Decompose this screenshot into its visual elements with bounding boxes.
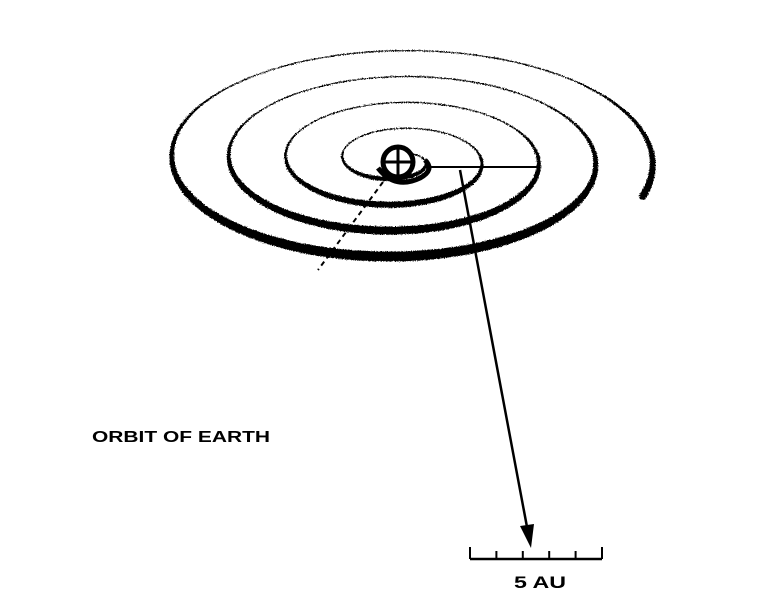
spiral-segment: [532, 98, 536, 100]
spiral-segment: [234, 83, 239, 85]
spiral-segment: [643, 193, 645, 196]
spiral-segment: [331, 55, 338, 56]
orbit-of-earth-label: ORBIT OF EARTH: [92, 429, 270, 446]
spiral-segment: [449, 52, 456, 53]
spiral-segment: [510, 91, 515, 93]
spiral-segment: [435, 51, 442, 52]
spiral-segment: [477, 55, 484, 56]
spiral-segment: [312, 58, 318, 59]
spiral-segment: [500, 88, 505, 89]
spiral-segment: [220, 90, 224, 92]
spiral-segment: [329, 84, 334, 85]
spiral-segment: [264, 70, 270, 72]
spiral-segment: [324, 85, 329, 86]
spiral-segment: [243, 78, 248, 80]
spiral-segment: [281, 65, 287, 67]
spiral-segment: [456, 53, 463, 54]
spiral-segment: [470, 82, 475, 83]
spiral-segment: [491, 86, 496, 87]
spiral-segment: [536, 67, 542, 69]
spiral-segment: [372, 51, 379, 52]
spiral-segment: [349, 80, 354, 81]
spiral-segment: [559, 75, 565, 77]
spiral-segment: [305, 60, 311, 61]
spiral-segment: [338, 54, 345, 55]
spiral-segment: [542, 69, 548, 71]
scale-bar: [470, 547, 602, 559]
spiral-segment: [510, 61, 517, 63]
spiral-segment: [278, 99, 282, 101]
spiral-segment: [358, 52, 365, 53]
spiral-segment: [369, 78, 374, 79]
spiral-segment: [325, 56, 332, 57]
spiral-segment: [294, 93, 298, 94]
spiral-segment: [554, 73, 560, 75]
spiral-segment: [345, 54, 352, 55]
spiral-segment: [514, 92, 519, 93]
spiral-segment: [491, 57, 498, 58]
spiral-segment: [496, 87, 501, 88]
spiral-segment: [224, 87, 229, 89]
scale-label: 5 AU: [514, 573, 566, 592]
spiral-segment: [570, 79, 575, 81]
spiral-segment: [476, 83, 481, 84]
central-star: [378, 147, 429, 182]
spiral-segment: [484, 56, 491, 57]
spiral-segment: [306, 89, 310, 90]
spiral-segment: [248, 76, 253, 78]
spiral-segment: [365, 52, 372, 53]
spiral-segment: [318, 57, 325, 58]
spiral-segment: [293, 62, 299, 64]
spiral-segment: [523, 95, 527, 97]
spiral-segment: [287, 64, 293, 66]
spiral-segment: [299, 61, 305, 62]
spiral-segment: [351, 53, 358, 54]
spiral-segment: [523, 64, 529, 66]
spiral-segment: [486, 85, 491, 86]
spiral-segment: [517, 63, 523, 65]
spiral-segment: [229, 85, 234, 87]
spiral-segment: [442, 52, 449, 53]
spiral-segment: [481, 84, 486, 85]
spiral-segment: [536, 100, 540, 102]
spiral-segment: [530, 66, 536, 68]
spiral-segment: [519, 94, 523, 96]
spiral-segment: [253, 74, 258, 76]
spiral-segment: [286, 96, 290, 98]
spiral-segment: [339, 82, 344, 83]
spiral-segment: [460, 80, 465, 81]
spiral-segment: [444, 78, 449, 79]
spiral-segment: [270, 69, 276, 71]
pointer-arrow: [460, 170, 534, 548]
spiral-segment: [470, 54, 477, 55]
spiral-segment: [463, 54, 470, 55]
spiral-segment: [528, 97, 532, 99]
spiral-segment: [504, 60, 511, 61]
spiral-segment: [505, 89, 510, 90]
spiral-segment: [334, 83, 339, 84]
spiral-segment: [364, 78, 369, 79]
spiral-segment: [282, 98, 286, 100]
spiral-segment: [275, 67, 281, 69]
spiral-segment: [216, 92, 220, 95]
spiral-segment: [354, 79, 359, 80]
spiral-segment: [465, 81, 470, 82]
spiral-segment: [576, 82, 581, 84]
spiral-segment: [259, 72, 264, 74]
spiral-segment: [302, 90, 306, 91]
spiral-segment: [359, 79, 364, 80]
spiral-segment: [455, 79, 460, 80]
spiral-segment: [565, 77, 571, 79]
spiral-segment: [298, 92, 302, 94]
spiral-segment: [344, 81, 349, 82]
spiral-segment: [290, 95, 294, 97]
spiral-segment: [315, 87, 320, 88]
spiral-segment: [548, 71, 554, 73]
spiral-segment: [311, 88, 316, 89]
spiral-segment: [238, 80, 243, 82]
spiral-segment: [450, 79, 455, 80]
spiral-segment: [497, 59, 504, 60]
spiral-segment: [320, 86, 325, 87]
